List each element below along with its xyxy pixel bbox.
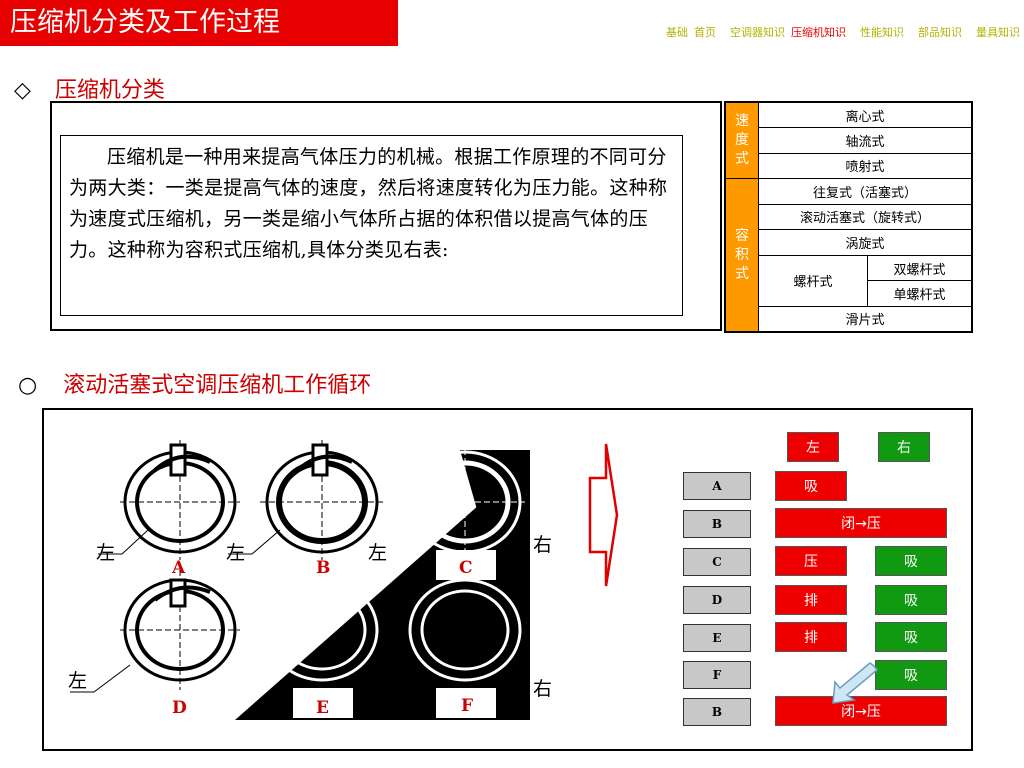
classification-table: 速度式 离心式 轴流式 喷射式 容积式 往复式（活塞式） 滚动活塞式（旋转式） … — [724, 101, 973, 333]
volume-type-group: 容积式 — [724, 178, 759, 333]
intro-frame — [50, 101, 722, 331]
stage-box-f: F — [683, 661, 751, 689]
stage-box-d: D — [683, 586, 751, 614]
section2-title: 滚动活塞式空调压缩机工作循环 — [63, 373, 372, 398]
class-item: 离心式 — [758, 101, 973, 129]
class-item: 轴流式 — [758, 127, 973, 154]
class-item: 滚动活塞式（旋转式） — [758, 203, 973, 231]
state-cell-left: 压 — [775, 546, 847, 576]
diagonal-arrow-icon — [832, 662, 878, 704]
stage-letter-d: D — [172, 698, 187, 718]
state-cell-left: 排 — [775, 585, 847, 615]
state-cell-right: 吸 — [875, 585, 947, 615]
top-nav: 基础 首页 空调器知识 压缩机知识 性能知识 部品知识 量具知识 — [666, 24, 1020, 40]
side-label-right: 右 — [533, 534, 553, 556]
column-header-left: 左 — [787, 432, 839, 462]
class-item: 往复式（活塞式） — [758, 178, 973, 205]
side-label-right: 右 — [533, 678, 553, 700]
nav-link-parts-knowledge[interactable]: 部品知识 — [918, 26, 962, 39]
cylinder-d-icon — [120, 570, 240, 690]
state-cell-right: 吸 — [875, 660, 947, 690]
stage-letter-a: A — [172, 558, 186, 578]
nav-link-basics[interactable]: 基础 — [666, 26, 688, 39]
nav-link-performance-knowledge[interactable]: 性能知识 — [860, 26, 904, 39]
stage-letter-c: C — [459, 558, 473, 578]
stage-box-e: E — [683, 624, 751, 652]
state-cell-right: 吸 — [875, 622, 947, 652]
column-header-right: 右 — [878, 432, 930, 462]
circle-bullet-icon: ○ — [18, 373, 38, 398]
state-cell-left: 吸 — [775, 471, 847, 501]
cylinder-e-icon — [265, 578, 379, 682]
stage-box-b: B — [683, 698, 751, 726]
nav-link-ac-knowledge[interactable]: 空调器知识 — [730, 26, 785, 39]
speed-type-group: 速度式 — [724, 101, 759, 180]
nav-link-home[interactable]: 首页 — [694, 26, 716, 39]
section2-heading: ○ 滚动活塞式空调压缩机工作循环 — [18, 368, 458, 403]
nav-link-compressor-knowledge[interactable]: 压缩机知识 — [791, 26, 846, 39]
cycle-diagram-frame — [42, 408, 973, 751]
state-cell-merged: 闭→压 — [775, 508, 947, 538]
stage-letter-f: F — [461, 696, 474, 716]
intro-paragraph: 压缩机是一种用来提高气体压力的机械。根据工作原理的不同可分为两大类：一类是提高气… — [60, 135, 683, 316]
class-item: 涡旋式 — [758, 229, 973, 256]
nav-link-gauge-knowledge[interactable]: 量具知识 — [976, 26, 1020, 39]
side-label-left: 左 — [226, 542, 246, 564]
section1-title: 压缩机分类 — [54, 78, 165, 103]
stage-box-c: C — [683, 548, 751, 576]
stage-box-b: B — [683, 510, 751, 538]
diamond-bullet-icon: ◇ — [14, 78, 31, 103]
right-arrow-icon — [588, 443, 619, 587]
cylinder-b-icon — [260, 440, 385, 560]
cylinder-a-icon — [120, 440, 240, 560]
class-item: 双螺杆式 — [867, 254, 973, 282]
stage-letter-e: E — [316, 698, 329, 718]
state-cell-left: 排 — [775, 622, 847, 652]
state-cell-right: 吸 — [875, 546, 947, 576]
class-item: 单螺杆式 — [867, 280, 973, 307]
stage-letter-b: B — [316, 558, 331, 578]
section1-heading: ◇ 压缩机分类 — [14, 72, 165, 104]
class-item: 滑片式 — [758, 305, 973, 333]
page-title: 压缩机分类及工作过程 — [0, 0, 398, 46]
screw-type-cell: 螺杆式 — [758, 254, 868, 307]
side-label-left: 左 — [368, 542, 388, 564]
side-label-left: 左 — [68, 670, 88, 692]
class-item: 喷射式 — [758, 152, 973, 180]
stage-box-a: A — [683, 472, 751, 500]
side-label-left: 左 — [96, 542, 116, 564]
compressor-cycle-diagram — [70, 440, 530, 720]
state-cell-merged: 闭→压 — [775, 696, 947, 726]
